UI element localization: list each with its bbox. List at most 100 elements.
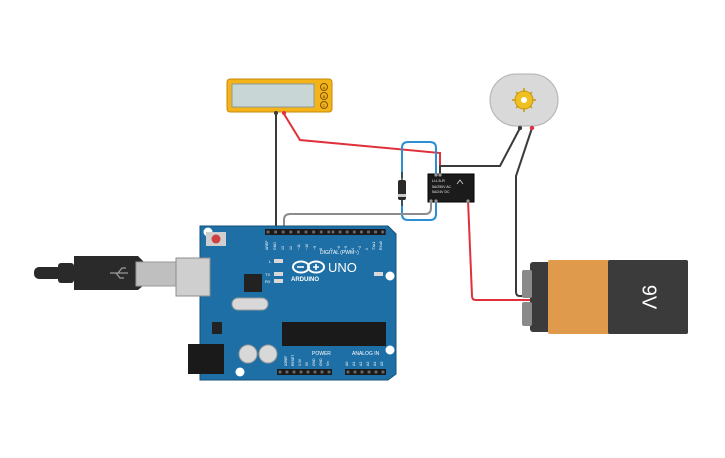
relay-label-line1: LU-5-R bbox=[432, 178, 445, 183]
wire-arduino-relay[interactable] bbox=[283, 200, 432, 232]
wire-lcd-relay[interactable] bbox=[283, 113, 441, 178]
lcd-button-c[interactable] bbox=[320, 101, 328, 109]
label-on: ON bbox=[386, 272, 392, 277]
wires bbox=[275, 113, 533, 301]
pin-label-a4: A4 bbox=[373, 362, 377, 366]
power-header-label: POWER bbox=[312, 351, 331, 357]
digital-header bbox=[265, 229, 386, 235]
analog-header bbox=[345, 369, 386, 375]
label-rx: RX bbox=[265, 279, 271, 284]
digital-header-right-pin[interactable] bbox=[360, 230, 363, 234]
digital-header-right-pin[interactable] bbox=[381, 230, 385, 234]
analog-header-pin[interactable] bbox=[367, 370, 371, 374]
diode[interactable] bbox=[398, 172, 406, 206]
wire-relay-battery[interactable] bbox=[467, 199, 530, 301]
digital-header-right-pin[interactable] bbox=[374, 230, 377, 234]
digital-header-left-pin[interactable] bbox=[319, 230, 323, 234]
led-tx bbox=[274, 272, 283, 276]
pin-label-3: ~3 bbox=[358, 246, 362, 250]
pin-label-a2: A2 bbox=[359, 362, 363, 366]
power-header-pin[interactable] bbox=[292, 370, 296, 374]
arduino-model: UNO bbox=[328, 260, 357, 275]
pin-label-1: TX▸1 bbox=[372, 242, 376, 250]
analog-pin-labels: A0 A1 A2 A3 A4 A5 bbox=[345, 362, 384, 366]
digital-header-left-pin[interactable] bbox=[312, 230, 315, 234]
power-header-strip bbox=[277, 369, 332, 375]
led-on bbox=[374, 272, 383, 276]
pin-label-5: ~5 bbox=[344, 246, 348, 250]
pin-label-7: 7 bbox=[330, 248, 334, 250]
arduino-uno[interactable]: L TX RX ON ARDUINO UNO DIGITAL (PWM~) PO… bbox=[175, 225, 397, 381]
digital-header-left-pin[interactable] bbox=[327, 230, 331, 234]
battery-9v[interactable]: 9V bbox=[522, 260, 688, 334]
digital-header-right-pin[interactable] bbox=[352, 230, 356, 234]
power-header bbox=[277, 369, 332, 375]
analog-header-label: ANALOG IN bbox=[352, 351, 380, 357]
regulator bbox=[212, 322, 222, 334]
lcd-pin-vcc bbox=[282, 111, 286, 115]
lcd-button-a[interactable] bbox=[320, 83, 328, 91]
power-header-pin[interactable] bbox=[320, 370, 324, 374]
power-header-pin[interactable] bbox=[285, 370, 289, 374]
pin-label-11: ~11 bbox=[297, 244, 301, 250]
analog-header-pin[interactable] bbox=[374, 370, 378, 374]
power-header-pin[interactable] bbox=[306, 370, 310, 374]
arduino-usb-port[interactable] bbox=[175, 257, 211, 297]
arduino-power-jack[interactable] bbox=[188, 344, 224, 374]
power-header-pin[interactable] bbox=[278, 370, 282, 374]
digital-header-left-strip bbox=[265, 229, 340, 235]
lcd-display[interactable]: A B C bbox=[226, 78, 333, 115]
digital-header-right-strip bbox=[330, 229, 386, 235]
digital-header-left-pin[interactable] bbox=[304, 230, 308, 234]
relay[interactable]: LU-5-R 5A/250V AC 5A/24V DC bbox=[427, 173, 475, 203]
digital-header-left-pin[interactable] bbox=[281, 230, 285, 234]
digital-header-label: DIGITAL (PWM~) bbox=[320, 250, 359, 256]
pin-label-a3: A3 bbox=[366, 362, 370, 366]
pin-label-3v3: 3.3V bbox=[298, 358, 302, 366]
lcd-button-b[interactable] bbox=[320, 92, 328, 100]
digital-header-left-pin[interactable] bbox=[289, 230, 293, 234]
dc-motor[interactable] bbox=[489, 73, 559, 131]
battery-terminal-neg bbox=[522, 270, 532, 298]
power-header-pin[interactable] bbox=[313, 370, 317, 374]
pin-label-10: ~10 bbox=[305, 244, 309, 250]
digital-header-right-pin[interactable] bbox=[367, 230, 370, 234]
pin-label-0: RX◂0 bbox=[379, 241, 383, 250]
usb-cable-icon[interactable] bbox=[34, 256, 201, 297]
lcd-buttons: A B C bbox=[320, 83, 328, 109]
arduino-brand: ARDUINO bbox=[291, 277, 319, 283]
power-header-pin[interactable] bbox=[327, 370, 331, 374]
capacitor-1 bbox=[238, 344, 258, 364]
analog-header-pin[interactable] bbox=[346, 370, 350, 374]
power-pin-labels: IOREF RESET 3.3V 5V GND GND Vin bbox=[284, 355, 330, 366]
wire-diode-loop[interactable] bbox=[401, 141, 437, 221]
analog-header-pin[interactable] bbox=[360, 370, 364, 374]
digital-header-left-pin[interactable] bbox=[266, 230, 270, 234]
digital-header-right-pin[interactable] bbox=[331, 230, 335, 234]
pin-label-gnd-2: GND bbox=[319, 358, 323, 366]
digital-header-right-pin[interactable] bbox=[338, 230, 342, 234]
pin-label-reset: RESET bbox=[291, 355, 295, 366]
digital-header-left-pin[interactable] bbox=[274, 230, 277, 234]
digital-pin-labels: AREF GND 13 12 ~11 ~10 ~9 8 7 ~6 ~5 4 ~3… bbox=[265, 240, 383, 250]
pin-label-gnd: GND bbox=[273, 242, 277, 250]
lcd-button-a-label: A bbox=[323, 85, 326, 90]
pin-label-a1: A1 bbox=[352, 362, 356, 366]
analog-header-pin[interactable] bbox=[381, 370, 385, 374]
digital-header-right-pin[interactable] bbox=[345, 230, 349, 234]
usb-symbol-icon bbox=[110, 267, 128, 279]
lcd-button-b-label: B bbox=[323, 94, 326, 99]
analog-header-pin[interactable] bbox=[353, 370, 357, 374]
digital-header-left-pin[interactable] bbox=[297, 230, 300, 234]
lcd-button-c-label: C bbox=[323, 103, 326, 108]
wire-battery-motor[interactable] bbox=[515, 127, 533, 297]
pin-label-13: 13 bbox=[281, 246, 285, 250]
pin-label-4: 4 bbox=[351, 248, 355, 250]
arduino-logo-icon bbox=[292, 260, 325, 274]
relay-label-line3: 5A/24V DC bbox=[432, 190, 450, 194]
wire-relay-motor[interactable] bbox=[439, 127, 521, 178]
battery-terminal-pos bbox=[522, 302, 532, 326]
dc-motor-icon bbox=[512, 88, 536, 112]
power-header-pin[interactable] bbox=[299, 370, 303, 374]
